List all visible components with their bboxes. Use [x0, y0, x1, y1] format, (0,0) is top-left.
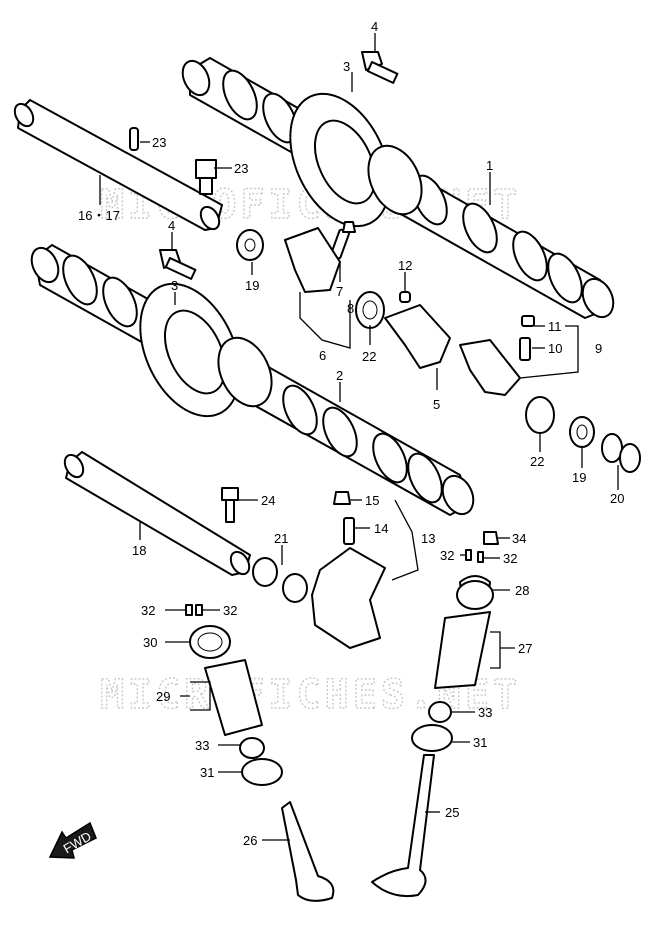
small-parts [129, 51, 641, 616]
callout-15: 15 [365, 493, 379, 508]
callout-10: 10 [548, 341, 562, 356]
callout-23: 23 [234, 161, 248, 176]
rocker-shaft-18 [63, 451, 251, 576]
callout-20: 20 [610, 491, 624, 506]
callout-8: 8 [347, 301, 354, 316]
callout-25: 25 [445, 805, 459, 820]
callout-13: 13 [421, 531, 435, 546]
callout-14: 14 [374, 521, 388, 536]
callout-31: 31 [200, 765, 214, 780]
callout-32: 32 [440, 548, 454, 563]
leader-lines [99, 33, 619, 841]
callout-22: 22 [530, 454, 544, 469]
callout-32: 32 [141, 603, 155, 618]
callout-30: 30 [143, 635, 157, 650]
callout-5: 5 [433, 397, 440, 412]
callout-21: 21 [274, 531, 288, 546]
callout-28: 28 [515, 583, 529, 598]
callout-3: 3 [343, 59, 350, 74]
callout-24: 24 [261, 493, 275, 508]
callout-33: 33 [478, 705, 492, 720]
callout-6: 6 [319, 348, 326, 363]
callout-34: 34 [512, 531, 526, 546]
callout-31: 31 [473, 735, 487, 750]
callout-4: 4 [168, 218, 175, 233]
rocker-shaft-16-17 [13, 99, 223, 231]
callout-23: 23 [152, 135, 166, 150]
callout-32: 32 [503, 551, 517, 566]
callout-12: 12 [398, 258, 412, 273]
callout-19: 19 [572, 470, 586, 485]
callout-11: 11 [548, 319, 562, 334]
callout-33: 33 [195, 738, 209, 753]
callout-18: 18 [132, 543, 146, 558]
callout-2: 2 [336, 368, 343, 383]
callout-22: 22 [362, 349, 376, 364]
callout-4: 4 [371, 19, 378, 34]
callout-29: 29 [156, 689, 170, 704]
callout-16-17: 16・17 [78, 208, 120, 223]
camshaft-upper [181, 57, 615, 319]
rocker-arms [284, 227, 521, 649]
callout-19: 19 [245, 278, 259, 293]
callout-26: 26 [243, 833, 257, 848]
camshaft-lower [30, 244, 475, 516]
callout-7: 7 [336, 284, 343, 299]
callout-labels: 4 3 23 23 1 16・17 4 19 3 7 8 6 12 22 11 … [78, 19, 624, 848]
callout-1: 1 [486, 158, 493, 173]
fwd-arrow-icon: FWD [48, 821, 97, 859]
callout-32: 32 [223, 603, 237, 618]
callout-9: 9 [595, 341, 602, 356]
callout-27: 27 [518, 641, 532, 656]
valve-springs [189, 580, 494, 786]
valves [281, 754, 435, 902]
callout-3: 3 [171, 278, 178, 293]
